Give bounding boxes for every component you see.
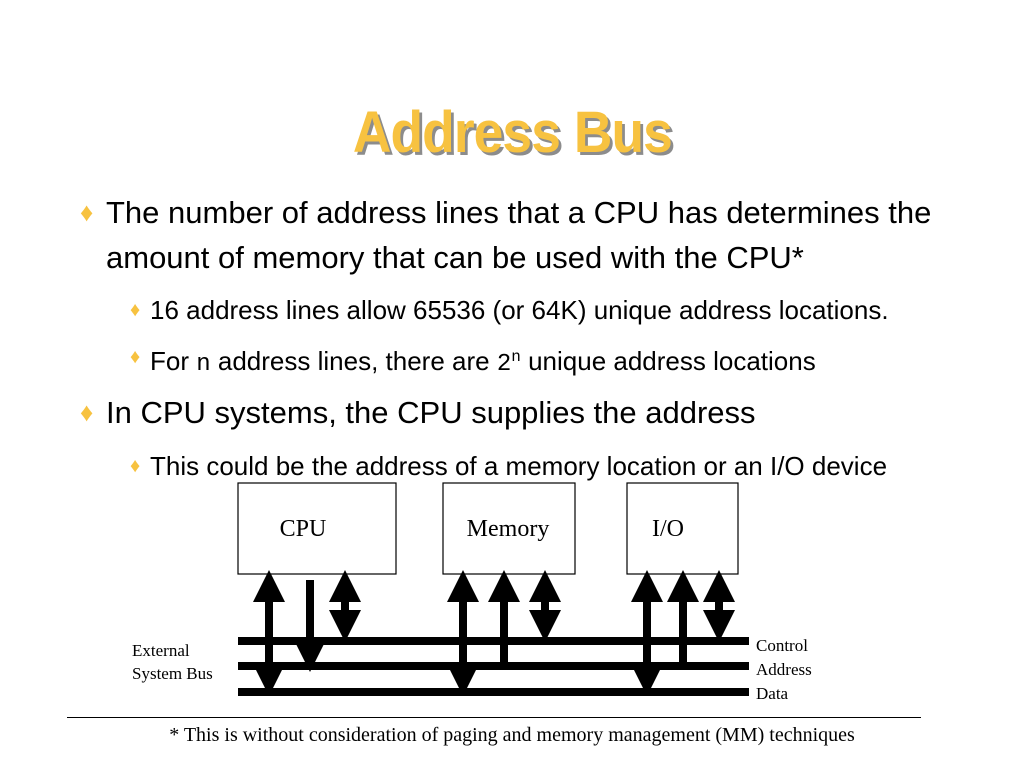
memory-box: [442, 482, 576, 575]
bullet-text-middle: address lines, there are: [217, 346, 490, 376]
diamond-bullet-icon: ♦: [80, 197, 94, 227]
footnote: * This is without consideration of pagin…: [169, 724, 855, 746]
subbullet-memory-or-io: ♦ This could be the address of a memory …: [130, 447, 1000, 485]
bullet-text: 16 address lines allow 65536 (or 64K) un…: [150, 295, 889, 325]
diamond-bullet-icon: ♦: [130, 455, 141, 477]
bullet-text: In CPU systems, the CPU supplies the add…: [106, 395, 756, 430]
external-bus-label-line1: External: [132, 641, 190, 660]
control-line-label: Control: [756, 636, 808, 655]
diamond-bullet-icon: ♦: [80, 397, 94, 427]
subbullet-16-lines: ♦ 16 address lines allow 65536 (or 64K) …: [130, 291, 1000, 329]
io-box-label: I/O: [652, 516, 684, 542]
data-line-label: Data: [756, 684, 789, 703]
power-base: 2: [496, 351, 512, 378]
external-bus-label-line2: System Bus: [132, 664, 213, 683]
footnote-divider: [67, 717, 921, 718]
cpu-box-label: CPU: [280, 516, 327, 542]
address-line-label: Address: [756, 660, 812, 679]
slide-title: Address Bus: [352, 100, 672, 165]
bullet-text: The number of address lines that a CPU h…: [106, 195, 932, 275]
bullet-text-suffix: unique address locations: [528, 346, 816, 376]
bullet-address-lines: ♦ The number of address lines that a CPU…: [80, 190, 996, 280]
bullet-text-prefix: For: [150, 346, 189, 376]
data-bus-line: [238, 688, 749, 696]
address-bus-line: [238, 662, 749, 670]
diamond-bullet-icon: ♦: [130, 346, 141, 368]
bullet-text: This could be the address of a memory lo…: [150, 451, 888, 481]
variable-n: n: [196, 351, 211, 378]
control-bus-line: [238, 637, 749, 645]
memory-box-label: Memory: [467, 516, 550, 542]
power-exponent: n: [511, 348, 521, 366]
io-box: [626, 482, 739, 575]
diamond-bullet-icon: ♦: [130, 299, 141, 321]
subbullet-n-lines: ♦ For n address lines, there are 2n uniq…: [130, 338, 1000, 384]
bullet-cpu-supplies: ♦ In CPU systems, the CPU supplies the a…: [80, 390, 996, 435]
cpu-box: [237, 482, 397, 575]
